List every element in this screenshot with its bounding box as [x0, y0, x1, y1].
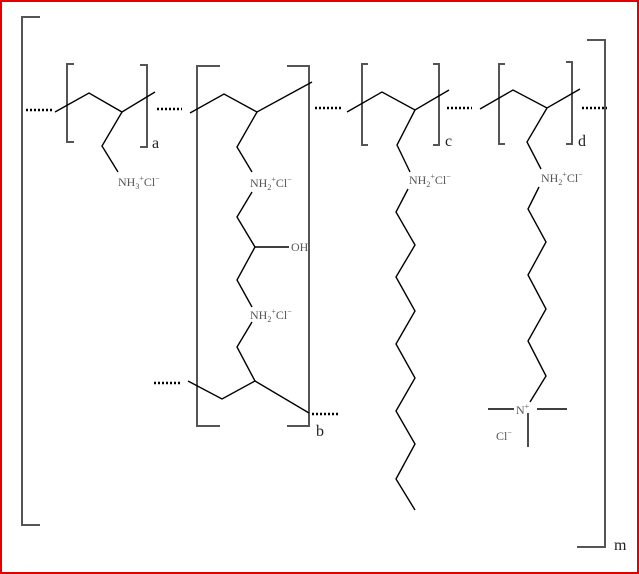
svg-text:NH2+Cl−: NH2+Cl−: [250, 175, 292, 192]
svg-text:NH2+Cl−: NH2+Cl−: [250, 307, 292, 324]
svg-text:N+: N+: [516, 402, 530, 417]
subscript-c: c: [445, 133, 452, 150]
subscript-a: a: [152, 135, 159, 152]
unit-d: NH2+Cl− N+ Cl− d: [479, 61, 607, 447]
outer-right-bracket: [577, 39, 606, 548]
outer-left-bracket: [21, 16, 40, 526]
hydroxyl-label: OH: [291, 240, 309, 254]
subscript-d: d: [578, 133, 586, 150]
unit-a: NH3+Cl− a: [26, 63, 160, 191]
svg-text:NH2+Cl−: NH2+Cl−: [409, 172, 451, 189]
subscript-b: b: [316, 423, 324, 440]
svg-text:NH2+Cl−: NH2+Cl−: [541, 170, 583, 187]
svg-text:Cl−: Cl−: [496, 428, 512, 443]
unit-c: NH2+Cl− c: [346, 63, 472, 511]
unit-b: NH2+Cl− OH NH2+Cl− b: [154, 65, 342, 440]
svg-text:NH3+Cl−: NH3+Cl−: [118, 174, 160, 191]
outer-subscript: m: [614, 537, 627, 554]
